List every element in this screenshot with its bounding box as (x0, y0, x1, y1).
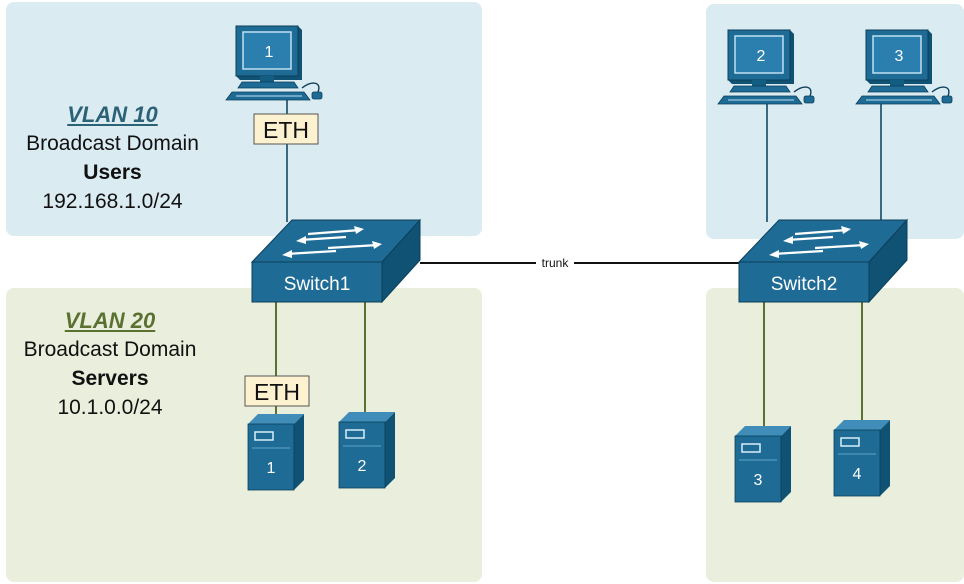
pc-3[interactable]: 3 (855, 29, 953, 105)
eth-tag-pc1: ETH (253, 113, 319, 145)
pc-1-number: 1 (265, 44, 274, 61)
vlan20-title: VLAN 20 (64, 308, 156, 333)
trunk-label: trunk (542, 256, 570, 270)
pc-1[interactable]: 1 (225, 25, 323, 101)
switch-1[interactable]: Switch1 (250, 218, 422, 304)
switch-2-label: Switch2 (771, 274, 838, 295)
computer-icon (717, 29, 815, 105)
server-1[interactable]: 1 (247, 413, 305, 491)
server-3[interactable]: 3 (734, 425, 792, 503)
vlan10-label: VLAN 10 Broadcast Domain Users 192.168.1… (10, 100, 215, 216)
vlan10-subnet: 192.168.1.0/24 (42, 190, 183, 213)
trunk-label-bg (536, 255, 574, 270)
switch-2[interactable]: Switch2 (737, 218, 909, 304)
server-2[interactable]: 2 (338, 411, 396, 489)
server-icon (734, 425, 792, 503)
vlan20-name: Servers (71, 367, 149, 390)
server-icon (338, 411, 396, 489)
server-icon (247, 413, 305, 491)
server-1-number: 1 (267, 460, 276, 477)
eth-tag-pc1-label: ETH (263, 117, 309, 143)
computer-icon (225, 25, 323, 101)
server-icon (833, 419, 891, 497)
vlan20-domain: Broadcast Domain (23, 338, 197, 361)
pc-2-number: 2 (757, 48, 766, 65)
server-3-number: 3 (754, 472, 763, 489)
eth-tag-server1-label: ETH (254, 379, 300, 405)
vlan20-region-left (6, 288, 482, 582)
pc-2[interactable]: 2 (717, 29, 815, 105)
vlan20-subnet: 10.1.0.0/24 (57, 396, 163, 419)
pc-3-number: 3 (895, 48, 904, 65)
server-4-number: 4 (853, 466, 862, 483)
vlan10-title: VLAN 10 (67, 102, 158, 127)
server-2-number: 2 (358, 458, 367, 475)
eth-tag-server1: ETH (244, 375, 310, 407)
switch-1-label: Switch1 (284, 274, 351, 295)
vlan10-name: Users (83, 161, 142, 184)
computer-icon (855, 29, 953, 105)
vlan10-domain: Broadcast Domain (26, 132, 199, 155)
server-4[interactable]: 4 (833, 419, 891, 497)
vlan20-label: VLAN 20 Broadcast Domain Servers 10.1.0.… (6, 306, 214, 422)
